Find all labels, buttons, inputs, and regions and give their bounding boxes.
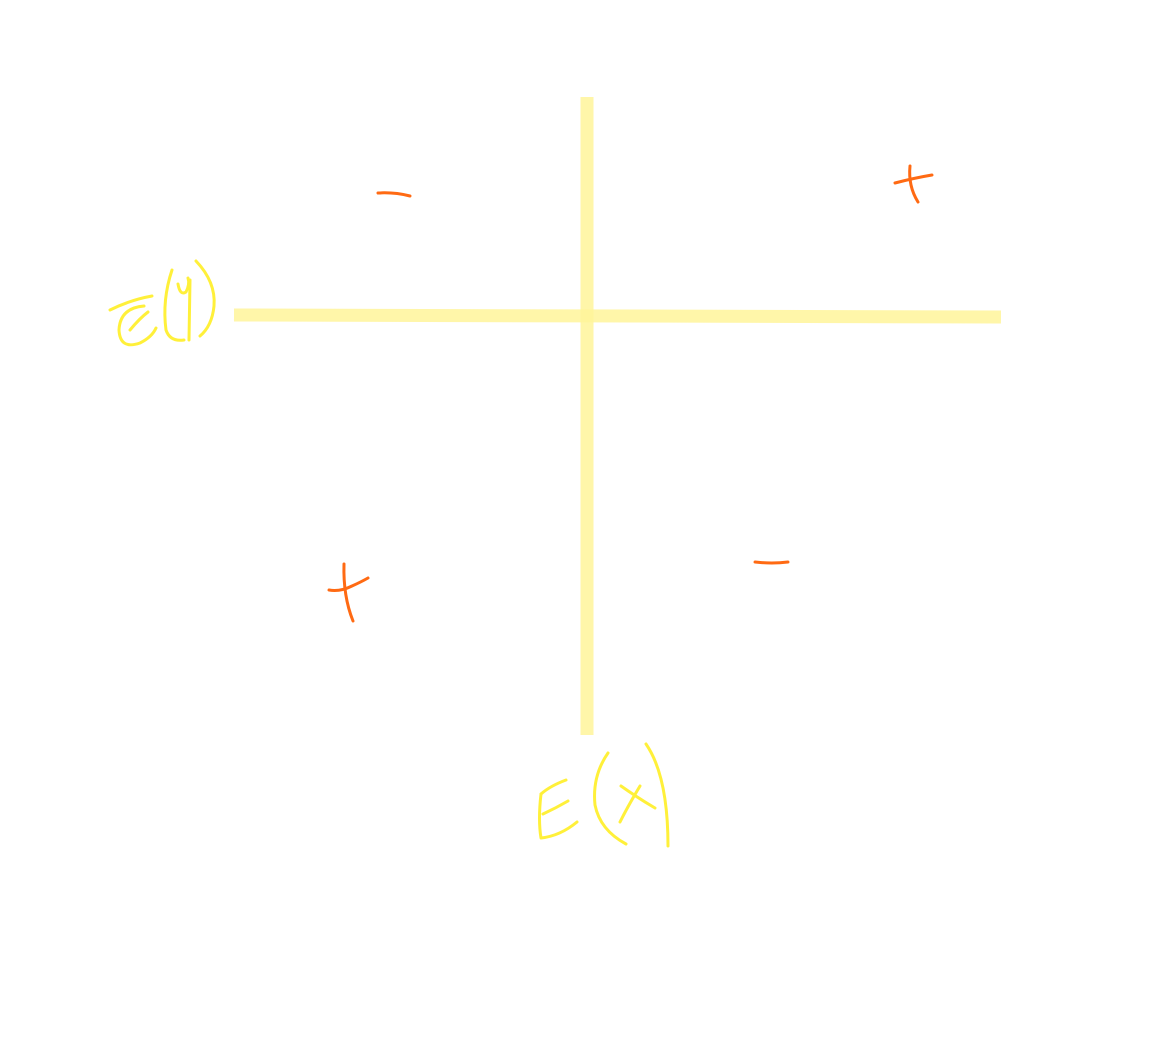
upper-left-minus-sign: −: [376, 191, 412, 198]
lower-right-minus-sign: −: [753, 560, 790, 565]
upper-right-plus-sign: +: [893, 164, 934, 204]
horizontal-axis: [233, 308, 1002, 324]
lower-left-plus-sign: +: [327, 562, 370, 623]
horizontal-axis-label: E(y): [108, 259, 216, 347]
vertical-axis-label: E(x): [538, 742, 670, 848]
